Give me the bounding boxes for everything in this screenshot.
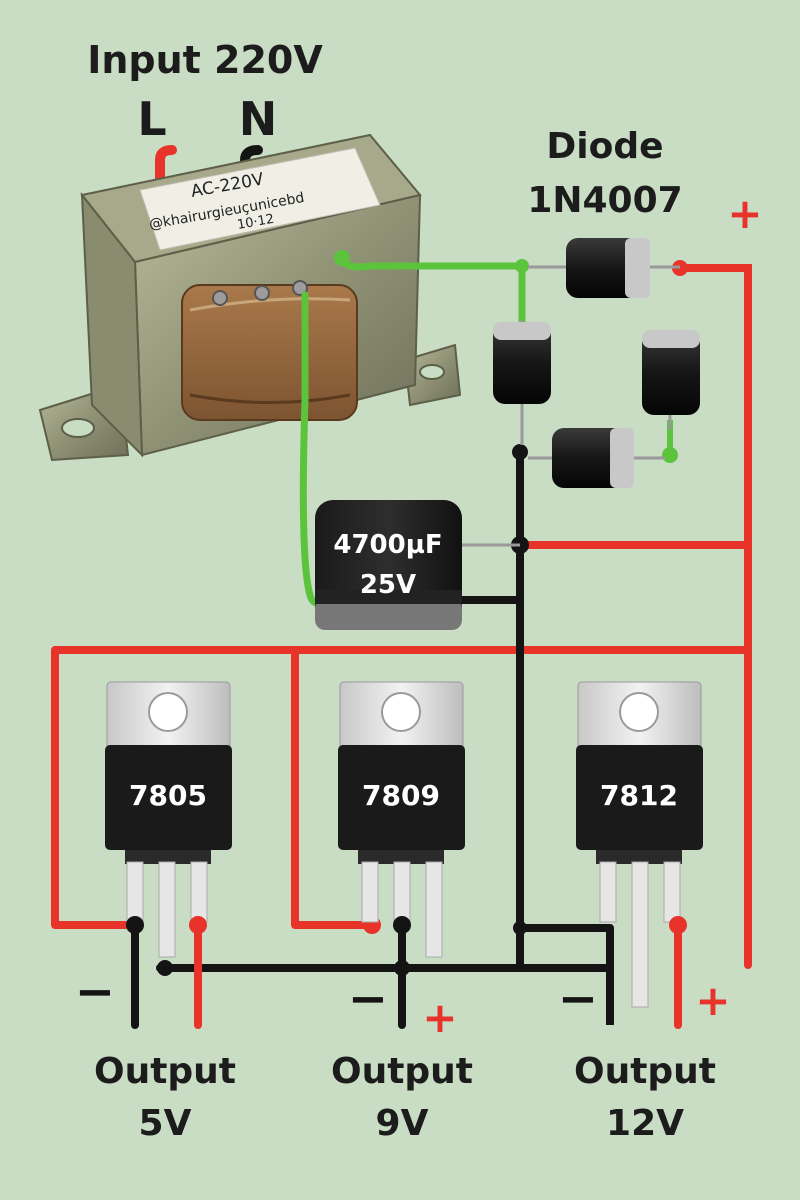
junction-dot — [669, 916, 687, 934]
regulator-7812: 7812 — [576, 681, 703, 1008]
regulator-part-number: 7809 — [362, 779, 440, 812]
transformer-label-sticker — [139, 147, 381, 251]
junction-dot — [126, 916, 144, 934]
mount-hole-icon — [619, 692, 659, 732]
pin-output — [663, 861, 681, 923]
junction-dot — [189, 916, 207, 934]
junction-dot — [513, 921, 527, 935]
minus-sign: − — [75, 964, 115, 1020]
pin-ground — [631, 861, 649, 1008]
output-voltage: 9V — [376, 1103, 429, 1144]
junction-dot — [515, 259, 529, 273]
junction-dot — [157, 960, 173, 976]
transformer: AC-220V @khairurgieuçunicebd 10·12 — [38, 133, 462, 462]
ground-rail-branch — [520, 924, 614, 1025]
mount-hole-icon — [148, 692, 188, 732]
plus-sign: + — [695, 976, 730, 1025]
pin-output — [425, 861, 443, 958]
diode-bottom — [528, 428, 665, 488]
live-lead-wire — [155, 145, 177, 190]
live-terminal-label: L — [137, 92, 166, 146]
mount-hole-icon — [419, 364, 445, 380]
diode-label: Diode — [546, 126, 663, 167]
regulator-7809: 7809 — [338, 681, 465, 958]
plus-sign: + — [727, 189, 762, 238]
transformer-core-side — [80, 191, 144, 458]
positive-rail-to-7805 — [51, 646, 295, 929]
diode-left — [493, 320, 551, 445]
output-label: Output — [94, 1051, 236, 1092]
output-voltage: 12V — [606, 1103, 684, 1144]
regulator-part-number: 7805 — [129, 779, 207, 812]
pin-input — [599, 861, 617, 923]
junction-dot — [393, 916, 411, 934]
output-label: Output — [574, 1051, 716, 1092]
filter-capacitor: 4700µF 25V — [315, 500, 520, 630]
diode-top — [528, 238, 680, 298]
minus-sign: − — [558, 971, 598, 1027]
terminal-icon — [292, 280, 308, 296]
capacitor-value: 4700µF — [333, 530, 442, 560]
plus-sign: + — [422, 993, 457, 1042]
junction-dot — [512, 444, 528, 460]
pin-ground — [393, 861, 411, 923]
diode-part-number: 1N4007 — [527, 180, 682, 221]
mount-hole-icon — [381, 692, 421, 732]
output-label: Output — [331, 1051, 473, 1092]
neutral-terminal-label: N — [239, 92, 278, 146]
pin-output — [190, 861, 208, 923]
junction-dot — [334, 250, 350, 266]
diode-right — [642, 330, 700, 430]
pin-input — [361, 861, 379, 923]
minus-sign: − — [348, 971, 388, 1027]
junction-dot — [394, 960, 410, 976]
capacitor-voltage: 25V — [360, 570, 416, 600]
neutral-lead-wire — [240, 145, 263, 185]
terminal-icon — [254, 285, 270, 301]
output-voltage: 5V — [139, 1103, 192, 1144]
regulator-part-number: 7812 — [600, 779, 678, 812]
positive-rail-top — [676, 264, 752, 969]
input-voltage-title: Input 220V — [87, 38, 323, 82]
mount-hole-icon — [61, 418, 95, 438]
transformer-code: 10·12 — [236, 212, 275, 233]
terminal-icon — [212, 290, 228, 306]
positive-rail-to-7809 — [291, 650, 370, 929]
regulator-7805: 7805 — [105, 681, 232, 958]
pin-ground — [158, 861, 176, 958]
pin-input — [126, 861, 144, 923]
transformer-coil — [181, 284, 358, 421]
junction-dot — [662, 447, 678, 463]
